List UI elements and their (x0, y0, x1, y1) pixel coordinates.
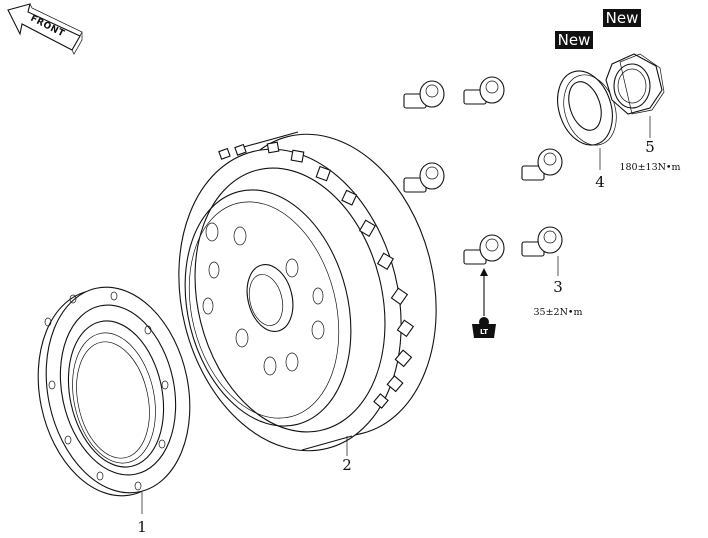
bolt-2 (463, 76, 505, 105)
torque-3: 35±2N•m (533, 307, 582, 318)
torque-5: 180±13N•m (619, 162, 680, 173)
svg-text:New: New (558, 31, 591, 49)
bolt-5 (463, 234, 505, 265)
callout-2: 2 (342, 456, 352, 474)
bolt-1 (403, 80, 445, 109)
bolt-6 (521, 226, 563, 257)
ring-adapter-part (37, 286, 191, 514)
svg-text:New: New (606, 9, 639, 27)
callout-5: 5 (645, 138, 655, 156)
front-arrow-icon: FRONT (7, 3, 83, 55)
lt-icon (472, 324, 496, 338)
lt-label: LT (480, 328, 488, 336)
callout-3: 3 (553, 278, 563, 296)
flywheel-rotor-part (178, 131, 437, 456)
bolt-group (403, 76, 563, 276)
bolt-4 (521, 148, 563, 181)
callout-1: 1 (137, 518, 147, 536)
callout-4: 4 (595, 173, 605, 191)
new-badge-nut: New (603, 9, 641, 27)
bolt-3 (403, 162, 445, 193)
nut-part (605, 53, 665, 138)
new-badge-washer: New (555, 31, 593, 49)
washer-part (557, 70, 617, 170)
thread-lock-indicator: LT (472, 268, 496, 338)
